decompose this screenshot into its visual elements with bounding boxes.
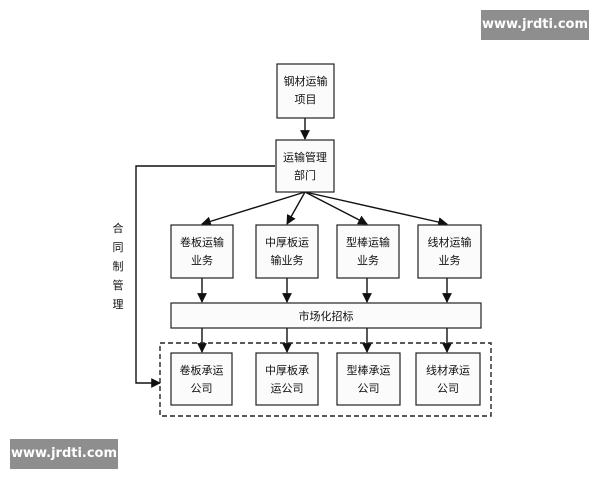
node-project-line1: 钢材运输 [284, 74, 328, 88]
node-plate-line1: 中厚板运 [265, 235, 309, 249]
node-wire-line1: 线材运输 [428, 235, 472, 249]
node-plate-carrier-line2: 运公司 [271, 382, 304, 395]
node-coil-carrier-line2: 公司 [191, 382, 213, 395]
node-plate-business: 中厚板运 输业务 [255, 224, 319, 279]
connectors [135, 118, 452, 388]
arrow-dept-to-section [304, 191, 368, 225]
watermark-bottom: www.jrdti.com [10, 439, 118, 469]
node-bidding: 市场化招标 [170, 302, 482, 329]
arrow-dept-to-plate [286, 191, 306, 225]
side-label-char-4: 管 [113, 278, 124, 292]
node-wire-line2: 业务 [439, 254, 461, 267]
node-coil-line1: 卷板运输 [180, 235, 224, 249]
side-label-char-1: 合 [113, 221, 124, 235]
node-coil-carrier: 卷板承运 公司 [170, 352, 233, 406]
node-wire-carrier-line1: 线材承运 [426, 363, 470, 377]
side-label-char-3: 制 [113, 260, 124, 273]
node-section-business: 型棒运输 业务 [336, 224, 400, 279]
node-section-carrier-line2: 公司 [358, 382, 380, 395]
node-bidding-label: 市场化招标 [299, 309, 354, 323]
node-project: 钢材运输 项目 [276, 63, 335, 119]
side-label-char-2: 同 [113, 241, 124, 254]
node-wire-carrier: 线材承运 公司 [415, 352, 481, 406]
node-section-line1: 型棒运输 [346, 235, 390, 249]
node-project-line2: 项目 [295, 93, 317, 106]
node-wire-business: 线材运输 业务 [417, 224, 482, 279]
arrow-dept-to-wire [304, 191, 448, 227]
node-dept: 运输管理 部门 [275, 139, 335, 193]
contract-management-label: 合 同 制 管 理 [113, 221, 124, 311]
arrow-dept-to-coil [201, 191, 306, 227]
node-coil-line2: 业务 [191, 254, 213, 267]
node-section-line2: 业务 [357, 254, 379, 267]
watermark-top: www.jrdti.com [481, 10, 589, 40]
node-wire-carrier-line2: 公司 [437, 382, 459, 395]
node-plate-carrier-line1: 中厚板承 [265, 363, 309, 377]
node-coil-business: 卷板运输 业务 [170, 224, 234, 279]
node-plate-carrier: 中厚板承 运公司 [255, 352, 319, 406]
node-section-carrier-line1: 型棒承运 [347, 363, 391, 377]
arrow-contract-management-path [135, 165, 275, 388]
node-dept-line2: 部门 [294, 168, 316, 182]
side-label-char-5: 理 [113, 298, 124, 311]
node-plate-line2: 输业务 [271, 253, 304, 267]
node-coil-carrier-line1: 卷板承运 [180, 363, 224, 377]
node-section-carrier: 型棒承运 公司 [336, 352, 401, 406]
node-dept-line1: 运输管理 [283, 150, 327, 164]
carrier-group-border [159, 342, 492, 417]
